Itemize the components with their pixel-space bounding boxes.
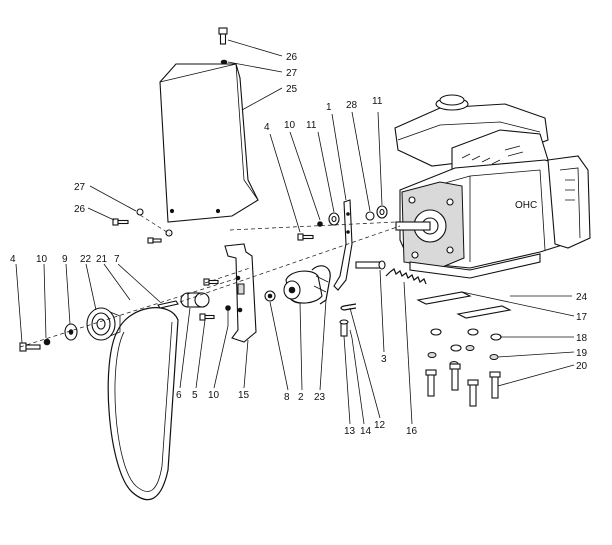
callout-labels: 26 27 25 28 11 1 11 10 4 27 26 4 10 9 22… <box>10 52 588 437</box>
leader-lines <box>15 39 575 425</box>
callout-21: 21 <box>96 254 108 265</box>
part-8-nut <box>264 290 276 302</box>
callout-16: 16 <box>406 426 418 437</box>
part-27-top-washer <box>220 59 228 65</box>
callout-18: 18 <box>576 333 588 344</box>
part-17-spacer-plate-b <box>456 305 512 319</box>
part-11-washer-left <box>328 212 340 226</box>
part-12-hairpin <box>340 303 357 311</box>
part-24-engine: OHC <box>394 94 591 279</box>
callout-1: 1 <box>326 102 332 113</box>
callout-10-upper: 10 <box>284 120 296 131</box>
part-18-washers <box>430 328 502 352</box>
cover-bolt-small <box>147 229 173 244</box>
callout-19: 19 <box>576 348 588 359</box>
callout-2: 2 <box>298 392 304 403</box>
callout-3: 3 <box>381 354 387 365</box>
callout-7: 7 <box>114 254 120 265</box>
callout-22: 22 <box>80 254 92 265</box>
part-5-bolt <box>199 313 215 321</box>
callout-12: 12 <box>374 420 386 431</box>
callout-28: 28 <box>346 100 358 111</box>
part-25-belt-cover <box>159 63 259 223</box>
part-23-spring-clip <box>311 265 331 305</box>
callout-23: 23 <box>314 392 326 403</box>
part-19-lockwashers <box>427 345 499 367</box>
callout-5: 5 <box>192 390 198 401</box>
callout-11-left: 11 <box>306 120 317 131</box>
part-15-idler-bracket <box>224 243 257 343</box>
part-1-idler-arm <box>333 199 353 291</box>
callout-11-right: 11 <box>372 96 383 107</box>
engine-brand-label: OHC <box>515 200 537 211</box>
part-16-tension-spring <box>385 268 427 285</box>
bracket-top-bolt <box>203 278 219 286</box>
callout-9: 9 <box>62 254 68 265</box>
part-10-lockwasher-upper <box>317 221 323 227</box>
callout-17: 17 <box>576 312 588 323</box>
part-21-v-belt <box>107 307 179 501</box>
part-7-key <box>157 300 179 309</box>
callout-4-left: 4 <box>10 254 16 265</box>
part-11-washer-right <box>376 205 388 219</box>
callout-20: 20 <box>576 361 588 372</box>
part-27-side-washer <box>136 208 144 216</box>
part-10-lockwasher-mid <box>225 305 231 326</box>
callout-8: 8 <box>284 392 290 403</box>
part-9-washer <box>64 323 78 341</box>
callout-25: 25 <box>286 84 298 95</box>
part-22-engine-pulley <box>86 307 121 341</box>
callout-26-top: 26 <box>286 52 298 63</box>
part-26-side-bolt <box>112 218 129 226</box>
callout-10-mid: 10 <box>208 390 220 401</box>
callout-15: 15 <box>238 390 250 401</box>
part-17-spacer-plate-a <box>416 291 472 305</box>
part-2-idler-pulley <box>283 270 323 304</box>
part-10-lockwasher-left <box>43 338 51 346</box>
part-13-clevis-pin <box>339 319 349 337</box>
callout-24: 24 <box>576 292 588 303</box>
part-6-spacer <box>180 292 210 308</box>
part-4-bolt-upper <box>297 233 314 241</box>
callout-4-upper: 4 <box>264 122 270 133</box>
callout-26-side: 26 <box>74 204 86 215</box>
part-20-mounting-bolts <box>425 363 501 407</box>
callout-27-top: 27 <box>286 68 298 79</box>
part-26-top-bolt <box>218 27 228 45</box>
part-3-pivot-pin <box>355 260 386 270</box>
callout-27-side: 27 <box>74 182 86 193</box>
assembly-axes <box>19 214 401 348</box>
callout-10-left: 10 <box>36 254 48 265</box>
callout-14: 14 <box>360 426 372 437</box>
part-28-washer <box>365 211 375 221</box>
callout-13: 13 <box>344 426 356 437</box>
callout-6: 6 <box>176 390 182 401</box>
part-14-cotter-pin <box>349 329 353 339</box>
